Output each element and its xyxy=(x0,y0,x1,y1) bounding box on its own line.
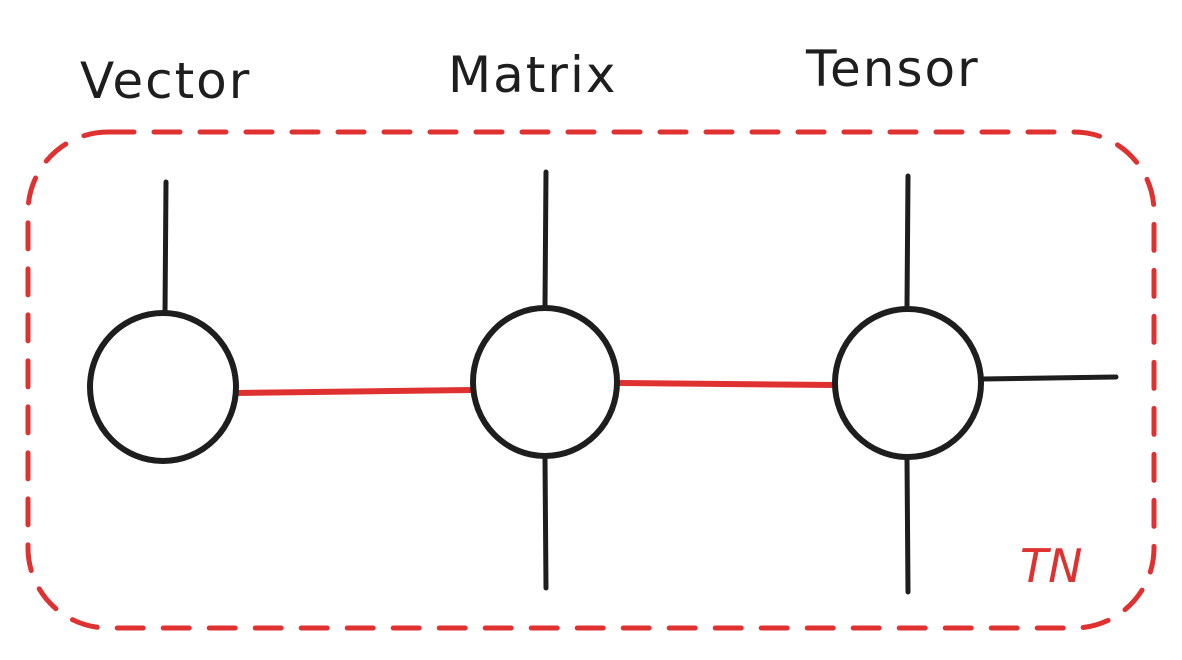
matrix-bottom-leg xyxy=(542,455,549,591)
tensor-network-label: TN xyxy=(1020,539,1083,593)
matrix-node xyxy=(470,305,620,459)
tensor-top-leg xyxy=(904,173,911,309)
tensor-label: Tensor xyxy=(805,40,980,98)
tensor-network-boundary xyxy=(25,129,1157,631)
matrix-label: Matrix xyxy=(448,46,617,104)
vector-top-leg xyxy=(162,179,169,317)
matrix-top-leg xyxy=(542,169,549,309)
matrix-tensor-bond xyxy=(615,380,839,388)
tensor-node xyxy=(832,306,984,460)
tensor-right-leg xyxy=(979,374,1119,382)
vector-node xyxy=(87,310,239,464)
tensor-bottom-leg xyxy=(904,455,911,595)
vector-label: Vector xyxy=(80,52,251,110)
vector-matrix-bond xyxy=(233,387,475,396)
